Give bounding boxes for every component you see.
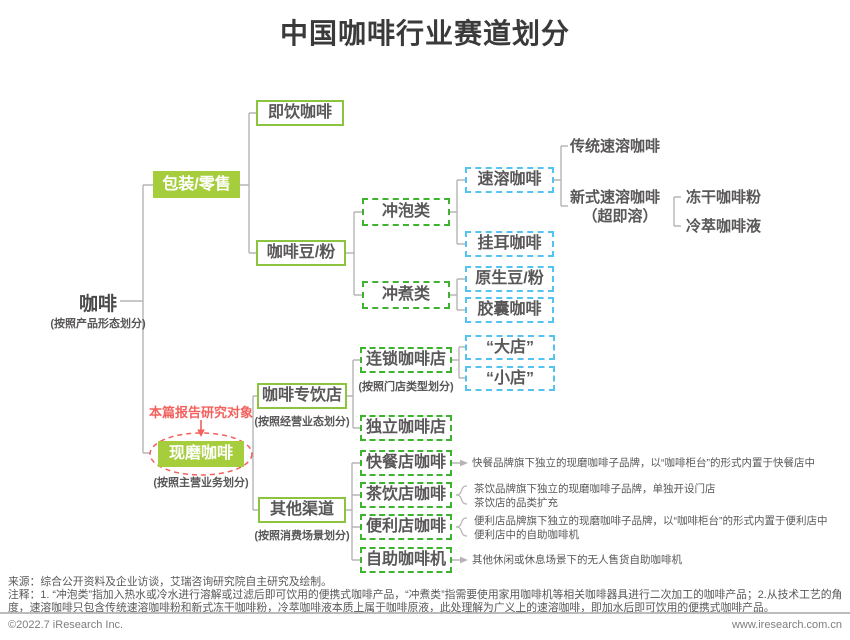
node-independent-shop: 独立咖啡店 — [360, 415, 452, 441]
footer-note: 注释：1. “冲泡类”指加入热水或冷水进行溶解或过滤后即可饮用的便携式咖啡产品，… — [8, 589, 843, 614]
node-fresh-ground: 现磨咖啡 — [158, 441, 244, 467]
annotation-vending: 其他休闲或休息场景下的无人售货自助咖啡机 — [472, 554, 682, 566]
research-target-ellipse — [149, 432, 253, 476]
page-title: 中国咖啡行业赛道划分 — [279, 18, 570, 49]
node-coffee-root-sub: (按照产品形态划分) — [50, 318, 146, 330]
node-instant-coffee: 速溶咖啡 — [465, 167, 554, 193]
annotation-convenience-2: 便利店中的自助咖啡机 — [474, 529, 579, 541]
tree-connectors — [120, 112, 681, 561]
label-freeze-dried-powder: 冻干咖啡粉 — [686, 189, 762, 206]
annotation-tea-shop-2: 茶饮店的品类扩充 — [474, 497, 558, 509]
annotation-tea-shop-1: 茶饮品牌旗下独立的现磨咖啡子品牌，单独开设门店 — [474, 483, 716, 495]
brace-icon — [455, 517, 468, 537]
node-other-channel: 其他渠道 — [258, 497, 346, 523]
research-target-arrowhead-icon — [197, 429, 205, 437]
brace-icon — [455, 485, 468, 505]
arrow-icon — [460, 459, 468, 467]
node-other-channel-sub: (按照消费场景划分) — [254, 530, 350, 542]
node-small-store: “小店” — [465, 366, 555, 391]
footer-website: www.iresearch.com.cn — [731, 619, 842, 631]
node-specialty-shop-sub: (按照经营业态划分) — [254, 416, 350, 428]
footer-source: 来源：综合公开资料及企业访谈，艾瑞咨询研究院自主研究及绘制。 — [8, 576, 332, 588]
node-fast-food-coffee: 快餐店咖啡 — [360, 450, 452, 476]
label-traditional-instant: 传统速溶咖啡 — [570, 138, 661, 155]
research-target-label: 本篇报告研究对象 — [148, 405, 253, 420]
node-coffee-root: 咖啡 — [78, 294, 117, 315]
node-drip-bag-coffee: 挂耳咖啡 — [465, 231, 554, 257]
node-coffee-beans: 咖啡豆/粉 — [256, 240, 346, 266]
annotation-convenience-1: 便利店品牌旗下独立的现磨咖啡子品牌，以“咖啡柜台”的形式内置于便利店中 — [474, 515, 828, 527]
label-new-instant-sub: （超即溶） — [582, 208, 658, 225]
arrow-icon — [460, 556, 468, 564]
node-specialty-shop: 咖啡专饮店 — [257, 383, 347, 409]
node-rtd-coffee: 即饮咖啡 — [256, 100, 344, 126]
annotation-fast-food: 快餐品牌旗下独立的现磨咖啡子品牌，以“咖啡柜台”的形式内置于快餐店中 — [472, 457, 815, 469]
footer-divider — [0, 612, 850, 614]
node-brew-pour: 冲泡类 — [362, 198, 450, 226]
node-capsule-coffee: 胶囊咖啡 — [465, 297, 554, 323]
node-fresh-ground-sub: (按照主营业务划分) — [153, 477, 249, 489]
node-vending-machine: 自助咖啡机 — [360, 547, 452, 573]
node-packaged-retail: 包装/零售 — [153, 171, 240, 198]
node-raw-bean-powder: 原生豆/粉 — [465, 266, 554, 292]
node-convenience-coffee: 便利店咖啡 — [360, 514, 452, 540]
node-chain-shop: 连锁咖啡店 — [360, 347, 452, 373]
node-chain-shop-sub: (按照门店类型划分) — [358, 381, 454, 393]
node-brew-cook: 冲煮类 — [362, 281, 450, 309]
footer-copyright: ©2022.7 iResearch Inc. — [8, 619, 124, 631]
label-new-instant: 新式速溶咖啡 — [570, 189, 661, 206]
node-tea-shop-coffee: 茶饮店咖啡 — [360, 482, 452, 508]
node-big-store: “大店” — [465, 335, 555, 360]
label-cold-brew-liquid: 冷萃咖啡液 — [686, 218, 762, 235]
